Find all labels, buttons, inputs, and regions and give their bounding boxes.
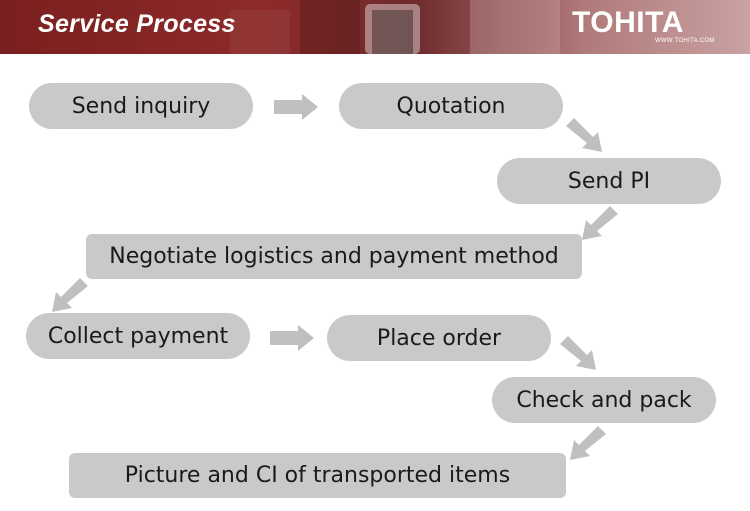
arrow-down-left-icon [52,278,88,312]
arrow-down-right-icon [560,336,596,370]
step-send-pi: Send PI [497,158,721,204]
step-picture-and-ci: Picture and CI of transported items [69,453,566,498]
step-quotation: Quotation [339,83,563,129]
arrow-right-icon [274,94,318,120]
step-collect-payment: Collect payment [26,313,250,359]
arrow-right-icon [270,325,314,351]
banner-background-photo [230,0,560,54]
brand-url: WWW.TOHITA.COM [655,38,715,44]
step-negotiate-logistics: Negotiate logistics and payment method [86,234,582,279]
arrow-down-left-icon [570,426,606,460]
brand-logo: TOHITA [572,6,684,39]
step-check-and-pack: Check and pack [492,377,716,423]
header-banner: Service Process TOHITA WWW.TOHITA.COM [0,0,750,54]
step-place-order: Place order [327,315,551,361]
arrow-down-right-icon [566,118,602,152]
arrow-down-left-icon [582,206,618,240]
page-title: Service Process [38,10,236,38]
step-send-inquiry: Send inquiry [29,83,253,129]
